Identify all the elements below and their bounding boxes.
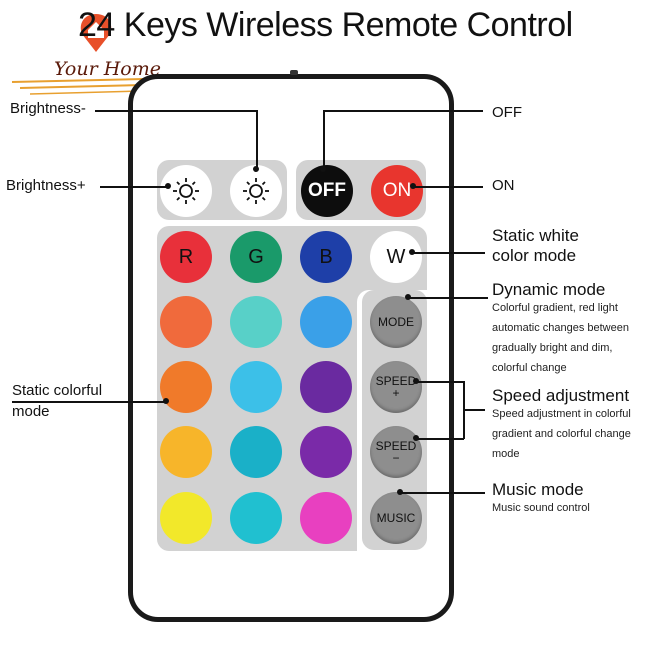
speed-adjustment-label: Speed adjustment	[492, 386, 630, 405]
callout-dot	[410, 183, 416, 189]
color-button[interactable]	[300, 492, 352, 544]
music-button[interactable]: MUSIC	[370, 492, 422, 544]
callout-dot	[253, 166, 259, 172]
off-label: OFF	[492, 104, 522, 121]
on-button[interactable]: ON	[371, 165, 423, 217]
static-colorful-label-2: mode	[12, 403, 50, 420]
callout-line	[416, 438, 464, 440]
callout-line	[400, 492, 485, 494]
white-button[interactable]: W	[370, 231, 422, 283]
color-button[interactable]	[230, 426, 282, 478]
dynamic-desc-line: gradually bright and dim,	[492, 342, 613, 354]
sun-up-icon	[243, 178, 269, 204]
callout-line	[95, 110, 257, 112]
speed-up-sign: +	[392, 386, 400, 400]
dynamic-desc-line: automatic changes between	[492, 322, 629, 334]
callout-line	[416, 381, 464, 383]
color-button[interactable]	[160, 426, 212, 478]
brightness-plus-label: Brightness+	[6, 177, 86, 194]
ir-emitter	[290, 70, 298, 75]
callout-dot	[163, 398, 169, 404]
speed-desc-line: gradient and colorful change	[492, 428, 631, 440]
mode-button[interactable]: MODE	[370, 296, 422, 348]
red-button[interactable]: R	[160, 231, 212, 283]
brightness-down-button[interactable]	[160, 165, 212, 217]
color-button[interactable]	[160, 492, 212, 544]
callout-line	[412, 252, 485, 254]
speed-desc-line: mode	[492, 448, 520, 460]
callout-line	[408, 297, 488, 299]
speed-up-label: SPEED	[375, 374, 417, 388]
music-desc: Music sound control	[492, 502, 590, 514]
callout-line	[413, 186, 483, 188]
static-white-label: Static white	[492, 226, 579, 245]
callout-line	[256, 110, 258, 168]
brightness-up-button[interactable]	[230, 165, 282, 217]
callout-dot	[165, 183, 171, 189]
color-button[interactable]	[300, 361, 352, 413]
callout-line	[463, 409, 485, 411]
callout-line	[323, 110, 483, 112]
sun-down-icon	[173, 178, 199, 204]
speed-up-button[interactable]: SPEED +	[370, 361, 422, 413]
music-mode-label: Music mode	[492, 480, 584, 499]
green-button[interactable]: G	[230, 231, 282, 283]
color-button[interactable]	[160, 361, 212, 413]
page-title: 24 Keys Wireless Remote Control	[78, 6, 573, 44]
static-colorful-label: Static colorful	[12, 382, 103, 399]
dynamic-desc-line: colorful change	[492, 362, 567, 374]
callout-dot	[413, 435, 419, 441]
speed-down-label: SPEED	[375, 439, 417, 453]
static-white-label-2: color mode	[492, 246, 577, 265]
speed-desc-line: Speed adjustment in colorful	[492, 408, 631, 420]
callout-dot	[405, 294, 411, 300]
color-button[interactable]	[160, 296, 212, 348]
color-button[interactable]	[230, 296, 282, 348]
color-button[interactable]	[300, 426, 352, 478]
blue-button[interactable]: B	[300, 231, 352, 283]
color-button[interactable]	[230, 361, 282, 413]
speed-down-sign: −	[392, 451, 400, 465]
callout-dot	[409, 249, 415, 255]
on-label: ON	[492, 177, 515, 194]
speed-down-button[interactable]: SPEED −	[370, 426, 422, 478]
off-button[interactable]: OFF	[301, 165, 353, 217]
callout-dot	[413, 378, 419, 384]
color-button[interactable]	[230, 492, 282, 544]
brightness-minus-label: Brightness-	[10, 100, 86, 117]
dynamic-desc-line: Colorful gradient, red light	[492, 302, 618, 314]
dynamic-mode-label: Dynamic mode	[492, 280, 606, 299]
callout-dot	[320, 166, 326, 172]
color-button[interactable]	[300, 296, 352, 348]
logo-text: Your Home	[54, 58, 161, 80]
callout-line	[12, 401, 167, 403]
callout-dot	[397, 489, 403, 495]
callout-line	[100, 186, 168, 188]
callout-line	[323, 110, 325, 168]
